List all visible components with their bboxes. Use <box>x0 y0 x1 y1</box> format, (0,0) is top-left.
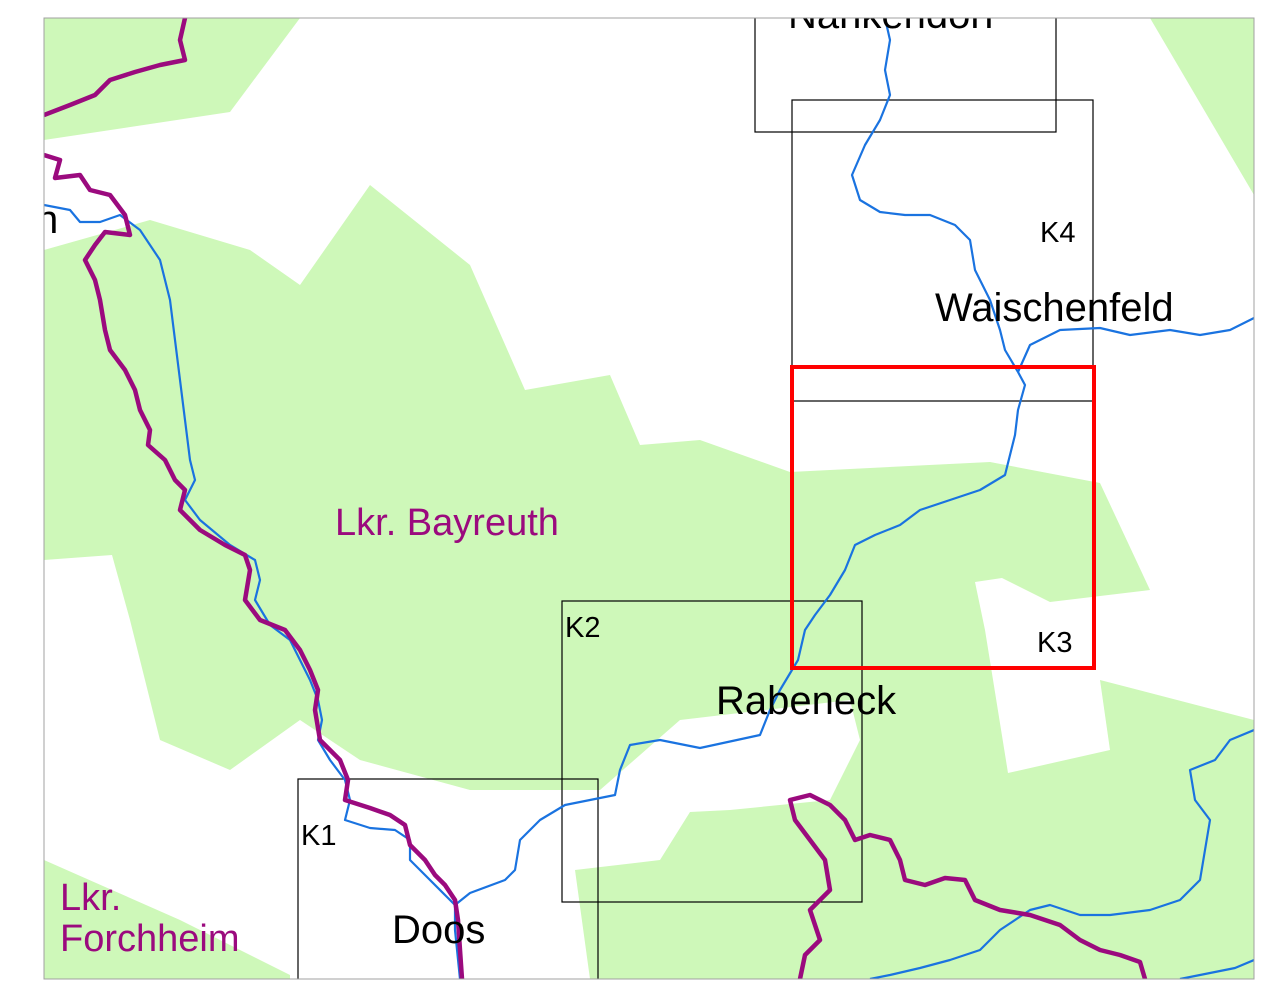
sheet-label-k2: K2 <box>565 612 600 644</box>
map-border <box>43 17 1255 980</box>
sheet-frame-k3-selected[interactable] <box>790 365 1096 670</box>
district-fill-bayreuth <box>44 185 1254 979</box>
sheet-label-k3: K3 <box>1037 627 1072 659</box>
sheet-label-k1: K1 <box>301 820 336 852</box>
district-fill-east <box>1150 18 1254 195</box>
map-labels: Nankendorf n Waischenfeld Rabeneck Doos … <box>36 0 1174 960</box>
district-boundaries <box>44 18 1148 979</box>
sheet-frame-nankendorf[interactable] <box>754 10 1057 133</box>
district-fill-areas <box>44 18 1254 979</box>
sheet-frames <box>297 10 1094 985</box>
district-label-forchheim-line2: Forchheim <box>60 918 240 960</box>
district-label-forchheim-line1: Lkr. <box>60 877 121 919</box>
river-wiesent <box>453 18 1027 979</box>
sheet-frame-k4[interactable] <box>791 99 1094 402</box>
district-label-bayreuth: Lkr. Bayreuth <box>335 502 559 544</box>
town-label-cut-left: n <box>36 198 58 242</box>
boundary-bayreuth-forchheim <box>44 152 465 979</box>
river-tributary-west <box>44 203 456 906</box>
river-southeast <box>869 728 1254 979</box>
boundary-southeast <box>787 792 1148 979</box>
map-layers: Nankendorf n Waischenfeld Rabeneck Doos … <box>36 0 1254 985</box>
district-fill-bayreuth <box>44 18 300 140</box>
sheet-frame-k2[interactable] <box>561 600 863 903</box>
river-south-east2 <box>1179 958 1254 979</box>
boundary-northwest <box>44 18 188 118</box>
sheet-label-k4: K4 <box>1040 217 1075 249</box>
town-label-nankendorf: Nankendorf <box>788 0 996 37</box>
town-label-rabeneck: Rabeneck <box>716 679 897 723</box>
sheet-frame-k1[interactable] <box>297 778 599 985</box>
rivers <box>44 18 1254 979</box>
district-fill-forchheim <box>44 860 290 979</box>
river-east-branch <box>1016 317 1254 373</box>
town-label-doos: Doos <box>392 908 485 952</box>
town-label-waischenfeld: Waischenfeld <box>935 286 1174 330</box>
